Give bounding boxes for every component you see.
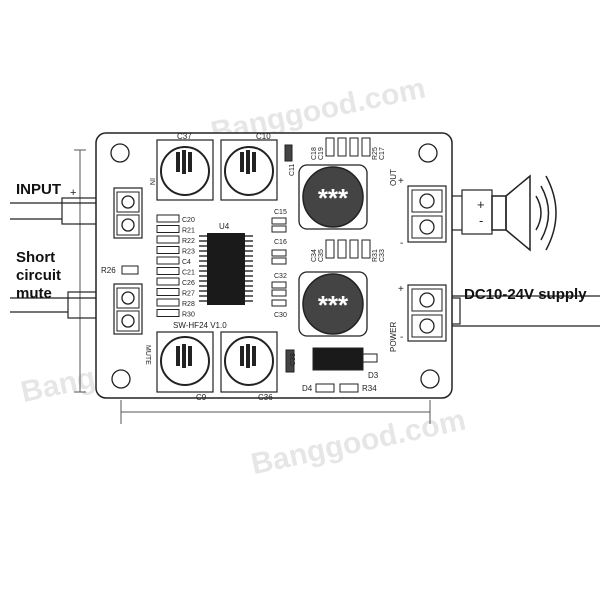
label-c19: C19 xyxy=(318,147,325,160)
label-c16: C16 xyxy=(274,239,287,246)
speaker-minus-label: - xyxy=(479,213,483,228)
speaker-plus-label: + xyxy=(477,197,485,212)
label-c34: C34 xyxy=(311,249,318,262)
label-c10: C10 xyxy=(256,132,271,141)
inductor-bottom: *** xyxy=(298,271,368,337)
label-r34: R34 xyxy=(362,384,377,393)
capacitor-c10: C10 xyxy=(220,132,278,201)
smd-r27 xyxy=(156,288,180,296)
label-c21: C21 xyxy=(182,270,195,277)
power-plus-mark: + xyxy=(398,284,404,295)
smd-r30 xyxy=(156,309,180,317)
capacitor-c36: C36 xyxy=(220,331,278,402)
out-minus-mark: - xyxy=(400,238,403,249)
smd-c26 xyxy=(156,277,180,286)
label-r26: R26 xyxy=(101,266,116,275)
terminal-power xyxy=(407,284,447,342)
label-c32: C32 xyxy=(274,273,287,280)
inductor-top-mark: *** xyxy=(318,183,349,213)
input-plus-mark: + xyxy=(70,187,76,199)
out-plus-mark: + xyxy=(398,176,404,187)
smd-r28 xyxy=(156,298,180,307)
smd-c20 xyxy=(156,214,180,223)
smd-c21 xyxy=(156,267,180,275)
label-c9: C9 xyxy=(196,393,207,402)
terminal-input xyxy=(113,187,143,239)
label-c38: C38 xyxy=(290,353,297,366)
short-circuit-label: Short xyxy=(16,249,56,266)
label-model: SW-HF24 V1.0 xyxy=(173,321,227,330)
dimension-lines xyxy=(74,149,431,424)
resistor-r26 xyxy=(121,265,139,275)
label-r30: R30 xyxy=(182,312,195,319)
smd-r22 xyxy=(156,235,180,244)
supply-label: DC10-24V supply xyxy=(464,286,587,303)
label-c37: C37 xyxy=(177,132,192,141)
terminal-output xyxy=(407,185,447,243)
speaker-icon xyxy=(491,174,557,252)
label-c33: C33 xyxy=(379,249,386,262)
label-u4: U4 xyxy=(219,222,230,231)
label-r25: R25 xyxy=(372,147,379,160)
circuit-label: circuit xyxy=(16,267,62,284)
label-c4: C4 xyxy=(182,259,191,266)
capacitor-c9: C9 xyxy=(156,331,214,402)
label-r27: R27 xyxy=(182,291,195,298)
port-label-in: IN xyxy=(148,178,155,185)
input-label: INPUT xyxy=(16,181,61,198)
terminal-mute xyxy=(113,283,143,335)
watermark-text-3: Banggood.com xyxy=(248,404,468,482)
label-c17: C17 xyxy=(379,147,386,160)
label-r22: R22 xyxy=(182,238,195,245)
label-c15: C15 xyxy=(274,209,287,216)
label-r31: R31 xyxy=(372,249,379,262)
mounting-holes xyxy=(110,143,440,389)
label-d3: D3 xyxy=(368,371,379,380)
top-smd-components xyxy=(284,137,371,259)
label-c36: C36 xyxy=(258,393,273,402)
label-r21: R21 xyxy=(182,228,195,235)
label-c11: C11 xyxy=(289,164,296,176)
diode-d3-area xyxy=(285,347,378,393)
port-label-mute: MUTE xyxy=(144,345,151,365)
inductor-top: *** xyxy=(298,164,368,230)
label-c20: C20 xyxy=(182,217,195,224)
inductor-bottom-mark: *** xyxy=(318,290,349,320)
smd-c4 xyxy=(156,256,180,265)
label-r28: R28 xyxy=(182,301,195,308)
label-c30: C30 xyxy=(274,312,287,319)
amplifier-ic-u4: U4 xyxy=(199,222,253,305)
capacitor-c37: C37 xyxy=(156,132,214,201)
smd-r21 xyxy=(156,225,180,233)
smd-r23 xyxy=(156,246,180,254)
label-c35: C35 xyxy=(318,249,325,262)
label-d4: D4 xyxy=(302,384,313,393)
port-label-out: OUT xyxy=(389,169,398,186)
label-r23: R23 xyxy=(182,249,195,256)
right-smd-components xyxy=(271,217,287,307)
mute-label: mute xyxy=(16,285,52,302)
label-c26: C26 xyxy=(182,280,195,287)
power-minus-mark: - xyxy=(400,332,403,343)
label-c18: C18 xyxy=(311,147,318,160)
port-label-power: POWER xyxy=(389,322,398,352)
